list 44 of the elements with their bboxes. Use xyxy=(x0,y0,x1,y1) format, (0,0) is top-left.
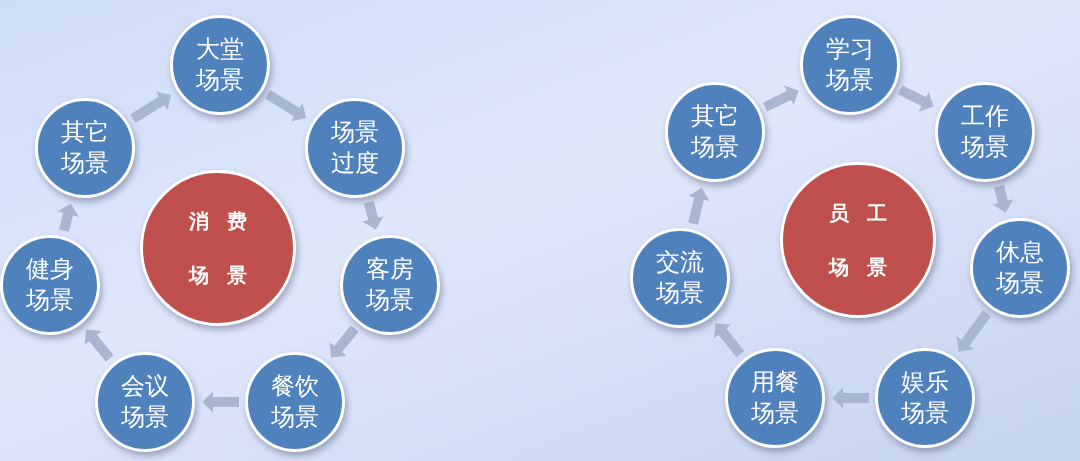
scene-circle xyxy=(170,15,270,115)
arrow xyxy=(362,201,384,230)
arrow xyxy=(832,387,869,409)
scene-label: 交流场景 xyxy=(655,246,705,309)
scene-label: 消费场景 xyxy=(187,208,266,289)
scene-circle xyxy=(875,348,975,448)
scene-label: 员工场景 xyxy=(827,200,906,281)
scene-circle xyxy=(665,82,765,182)
arrow xyxy=(202,391,239,413)
scene-label: 工作场景 xyxy=(960,100,1010,163)
scene-label: 娱乐场景 xyxy=(900,366,950,429)
arrow xyxy=(130,91,172,123)
scene-label: 其它场景 xyxy=(690,100,740,163)
scene-label: 场景过度 xyxy=(330,116,380,179)
scene-circle xyxy=(245,352,345,452)
scene-label: 休息场景 xyxy=(995,236,1045,299)
scene-circle xyxy=(305,98,405,198)
scene-circle xyxy=(800,15,900,115)
arrow xyxy=(84,329,114,362)
arrow xyxy=(713,323,745,358)
scene-circle xyxy=(95,352,195,452)
scene-label: 其它场景 xyxy=(60,116,110,179)
arrow xyxy=(897,85,934,112)
scene-circle xyxy=(935,82,1035,182)
arrow xyxy=(956,310,991,352)
arrow xyxy=(762,85,799,112)
scene-label: 餐饮场景 xyxy=(270,370,320,433)
arrow xyxy=(265,90,307,122)
arrow xyxy=(992,185,1014,213)
scene-label: 客房场景 xyxy=(365,253,415,316)
scene-circle xyxy=(35,98,135,198)
arrow xyxy=(329,325,359,358)
scene-label: 健身场景 xyxy=(25,253,75,316)
scene-circle xyxy=(340,235,440,335)
arrow xyxy=(57,203,79,232)
scene-circle xyxy=(970,218,1070,318)
scene-label: 用餐场景 xyxy=(750,366,800,429)
scene-label: 学习场景 xyxy=(825,33,875,96)
scene-label: 大堂场景 xyxy=(195,33,245,96)
scene-circle xyxy=(725,348,825,448)
scene-label: 会议场景 xyxy=(120,370,170,433)
arrow xyxy=(688,187,710,225)
scene-circle xyxy=(0,235,100,335)
scene-circle xyxy=(630,228,730,328)
